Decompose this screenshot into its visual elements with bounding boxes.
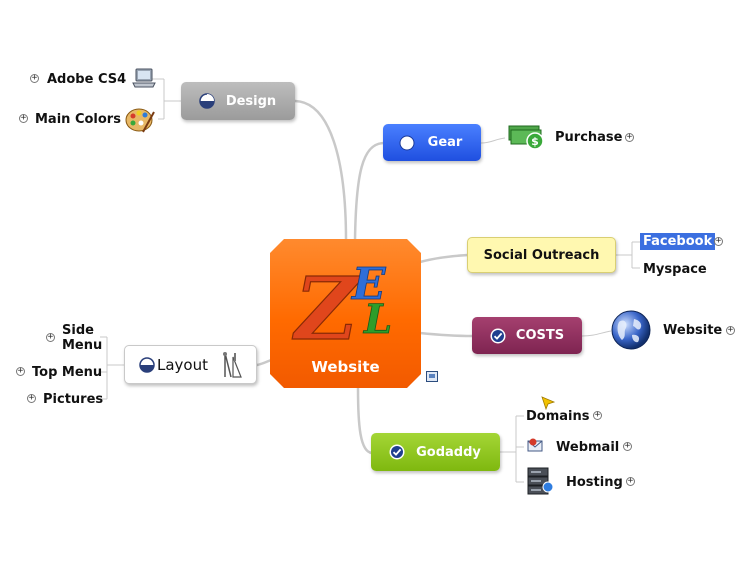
expand-pictures-button[interactable]: + bbox=[27, 393, 36, 403]
bracket-gear bbox=[480, 137, 506, 144]
pointer-icon bbox=[541, 396, 555, 410]
logo-letter-l: L bbox=[363, 296, 392, 343]
leaf-facebook[interactable]: Facebook bbox=[640, 233, 716, 250]
server-icon bbox=[527, 467, 554, 495]
link-design bbox=[293, 99, 348, 242]
leaf-webmail[interactable]: Webmail bbox=[556, 440, 620, 455]
drafting-tools-icon bbox=[223, 352, 242, 378]
central-title: Website bbox=[311, 358, 380, 376]
expand-side-menu-button[interactable]: + bbox=[46, 332, 55, 342]
logo-letter-e: E bbox=[350, 259, 387, 310]
leaf-side-menu-line2[interactable]: Menu bbox=[62, 338, 103, 353]
leaf-main-colors[interactable]: Main Colors bbox=[35, 112, 121, 127]
topic-costs-label: COSTS bbox=[515, 328, 565, 343]
link-godaddy bbox=[356, 386, 374, 455]
pie-chart-icon bbox=[139, 356, 155, 373]
bracket-layout bbox=[100, 336, 124, 400]
leaf-website[interactable]: Website bbox=[663, 323, 723, 338]
topic-costs[interactable]: COSTS bbox=[472, 317, 582, 354]
bracket-costs bbox=[581, 330, 612, 337]
expand-top-menu-button[interactable]: + bbox=[16, 366, 25, 376]
topic-design[interactable]: Design bbox=[181, 82, 295, 120]
expand-hosting-button[interactable]: + bbox=[626, 476, 635, 486]
expand-colors-button[interactable]: + bbox=[19, 113, 28, 123]
leaf-side-menu-line1[interactable]: Side bbox=[62, 323, 94, 338]
bracket-social bbox=[616, 241, 640, 269]
topic-godaddy[interactable]: Godaddy bbox=[371, 433, 500, 471]
bracket-design bbox=[150, 78, 181, 120]
leaf-pictures[interactable]: Pictures bbox=[43, 392, 104, 407]
pie-chart-icon bbox=[199, 93, 215, 109]
topic-social-outreach[interactable]: Social Outreach bbox=[467, 237, 616, 273]
white-circle-icon bbox=[399, 135, 415, 150]
link-layout bbox=[255, 358, 273, 367]
bracket-godaddy bbox=[500, 415, 524, 483]
leaf-myspace[interactable]: Myspace bbox=[643, 262, 707, 277]
check-circle-icon bbox=[490, 328, 506, 343]
leaf-domains[interactable]: Domains bbox=[526, 409, 590, 424]
expand-purchase-button[interactable]: + bbox=[625, 132, 634, 142]
expand-domains-button[interactable]: + bbox=[593, 410, 602, 420]
globe-icon bbox=[611, 310, 651, 350]
leaf-top-menu[interactable]: Top Menu bbox=[32, 365, 103, 380]
topic-layout-label: Layout bbox=[157, 355, 208, 374]
topic-layout[interactable]: Layout bbox=[124, 345, 257, 384]
leaf-adobe-cs4[interactable]: Adobe CS4 bbox=[47, 72, 127, 87]
topic-godaddy-label: Godaddy bbox=[416, 444, 481, 460]
topic-gear-label: Gear bbox=[427, 135, 463, 150]
logo-letter-z: Z bbox=[292, 259, 361, 359]
topic-gear[interactable]: Gear bbox=[383, 124, 481, 161]
topic-social-outreach-label: Social Outreach bbox=[483, 247, 600, 263]
central-topic[interactable]: Z E L Website bbox=[270, 239, 421, 388]
expand-webmail-button[interactable]: + bbox=[623, 441, 632, 451]
palette-icon bbox=[125, 108, 155, 133]
expand-website-button[interactable]: + bbox=[726, 325, 735, 335]
check-circle-icon bbox=[389, 444, 405, 460]
link-costs bbox=[418, 331, 474, 338]
expand-adobe-button[interactable]: + bbox=[30, 73, 39, 83]
leaf-hosting[interactable]: Hosting bbox=[566, 475, 623, 490]
note-icon[interactable] bbox=[426, 371, 438, 382]
zel-logo: Z E L bbox=[291, 258, 392, 359]
expand-facebook-button[interactable]: + bbox=[714, 236, 723, 246]
topic-design-label: Design bbox=[225, 93, 277, 109]
money-icon: $ bbox=[508, 125, 544, 150]
link-social bbox=[418, 253, 470, 264]
mail-icon bbox=[527, 438, 543, 452]
laptop-icon bbox=[132, 68, 156, 88]
svg-text:$: $ bbox=[531, 135, 539, 148]
link-gear bbox=[353, 141, 386, 242]
leaf-purchase[interactable]: Purchase bbox=[555, 130, 623, 145]
